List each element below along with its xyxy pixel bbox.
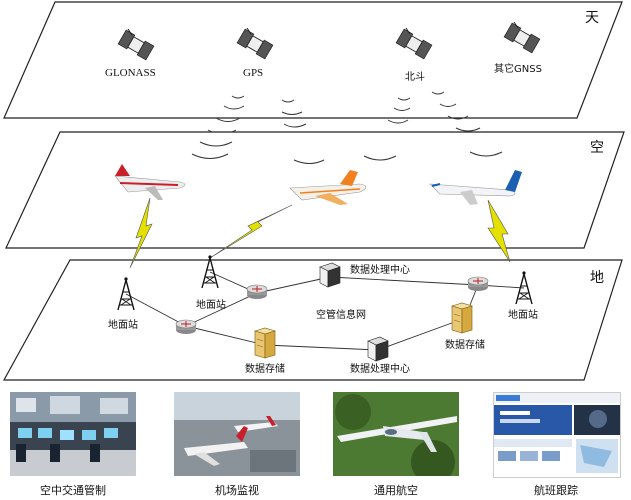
data-center-bottom-label: 数据处理中心 [350, 362, 410, 375]
space-layer-plane [3, 1, 623, 119]
network-links [125, 271, 525, 351]
space-layer-label: 天 [585, 10, 599, 26]
airplane-blue [429, 170, 522, 205]
airplane-orange [289, 170, 367, 205]
network-label: 空管信息网 [316, 308, 366, 321]
router-icon [175, 319, 197, 335]
caption-flight-tracking: 航班跟踪 [534, 484, 578, 497]
photo-airport-surveillance [174, 392, 300, 476]
ground-layer-plane [2, 259, 623, 381]
storage-left-label: 数据存储 [245, 362, 285, 375]
photo-flight-tracking [493, 392, 621, 478]
airplane-red [114, 164, 186, 200]
ground-layer-label: 地 [590, 270, 604, 286]
server-icon [367, 336, 389, 362]
router-icon [467, 276, 489, 292]
satellite-label-glonass: GLONASS [105, 67, 156, 79]
caption-airport-surveillance: 机场监视 [215, 484, 259, 497]
satellite-label-beidou: 北斗 [405, 71, 425, 83]
storage-icon [254, 327, 276, 359]
satellite-glonass: GLONASS [105, 28, 156, 79]
data-center-top-label: 数据处理中心 [350, 263, 410, 276]
ground-station-left-label: 地面站 [108, 318, 138, 331]
caption-air-traffic-control: 空中交通管制 [40, 484, 106, 497]
photo-general-aviation [333, 392, 459, 476]
satellite-gps: GPS [236, 27, 274, 79]
caption-general-aviation: 通用航空 [374, 484, 418, 497]
satellite-label-gps: GPS [243, 67, 263, 79]
satellite-other-gnss: 其它GNSS [494, 21, 542, 75]
ground-station-right-label: 地面站 [508, 308, 538, 321]
storage-icon [451, 302, 473, 334]
air-layer-label: 空 [590, 140, 604, 156]
satellite-beidou: 北斗 [395, 27, 433, 83]
satellite-label-other: 其它GNSS [494, 62, 542, 75]
ground-station-mid-label: 地面站 [196, 298, 226, 311]
photo-air-traffic-control [10, 392, 136, 476]
server-icon [319, 262, 341, 288]
storage-right-label: 数据存储 [445, 338, 485, 351]
router-icon [246, 284, 268, 300]
